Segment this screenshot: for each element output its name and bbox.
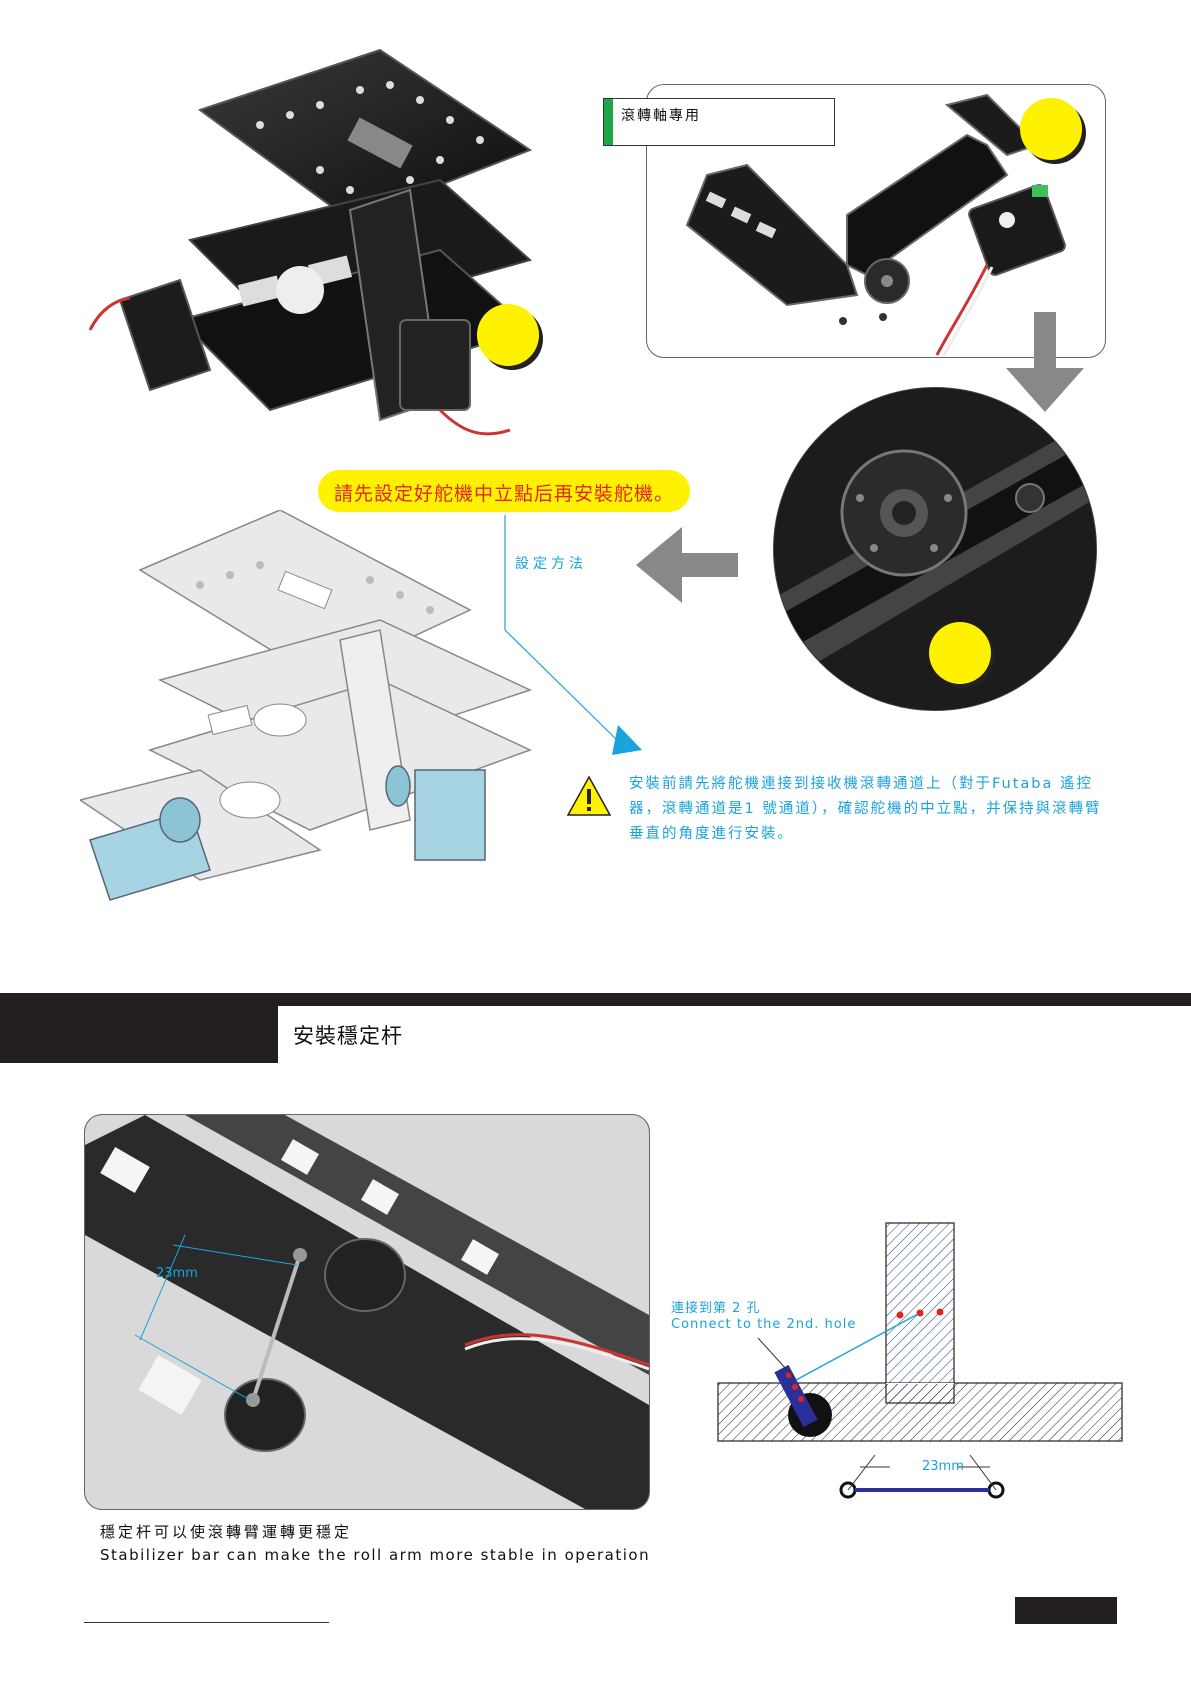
stabilizer-measure-label: 23mm xyxy=(156,1266,198,1281)
section-header-block xyxy=(0,993,278,1063)
neutral-point-notice: 請先設定好舵機中立點后再安裝舵機。 xyxy=(318,470,690,512)
roll-axis-label: 滾轉軸專用 xyxy=(603,98,835,146)
roll-axis-label-text: 滾轉軸專用 xyxy=(621,105,701,125)
page-number-block xyxy=(1015,1597,1117,1624)
step-marker-yellow xyxy=(1020,98,1082,160)
stabilizer-diagram xyxy=(700,1215,1130,1515)
warning-icon xyxy=(566,775,612,817)
diagram-measure-label: 23mm xyxy=(922,1459,964,1474)
step-marker-yellow xyxy=(477,304,539,366)
arrow-left-icon xyxy=(636,527,738,603)
section-title: 安裝穩定杆 xyxy=(293,1020,403,1050)
hole-instruction-en: Connect to the 2nd. hole xyxy=(671,1317,856,1332)
install-warning-text: 安裝前請先將舵機連接到接收機滾轉通道上（對于Futaba 遙控器，滾轉通道是1 … xyxy=(629,772,1107,847)
arrow-down-icon xyxy=(1006,312,1084,412)
step-marker-yellow xyxy=(929,622,991,684)
hole-instruction-zh: 連接到第 2 孔 xyxy=(671,1297,761,1316)
footer-rule xyxy=(84,1622,329,1623)
green-tab xyxy=(604,99,613,145)
neutral-point-notice-text: 請先設定好舵機中立點后再安裝舵機。 xyxy=(318,479,690,506)
stabilizer-caption-zh: 穩定杆可以使滾轉臂運轉更穩定 xyxy=(100,1521,352,1542)
gimbal-line-drawing xyxy=(80,510,540,950)
stabilizer-caption-en: Stabilizer bar can make the roll arm mor… xyxy=(100,1546,650,1564)
stabilizer-photo xyxy=(84,1114,650,1510)
gimbal-assembled-photo xyxy=(60,30,580,470)
